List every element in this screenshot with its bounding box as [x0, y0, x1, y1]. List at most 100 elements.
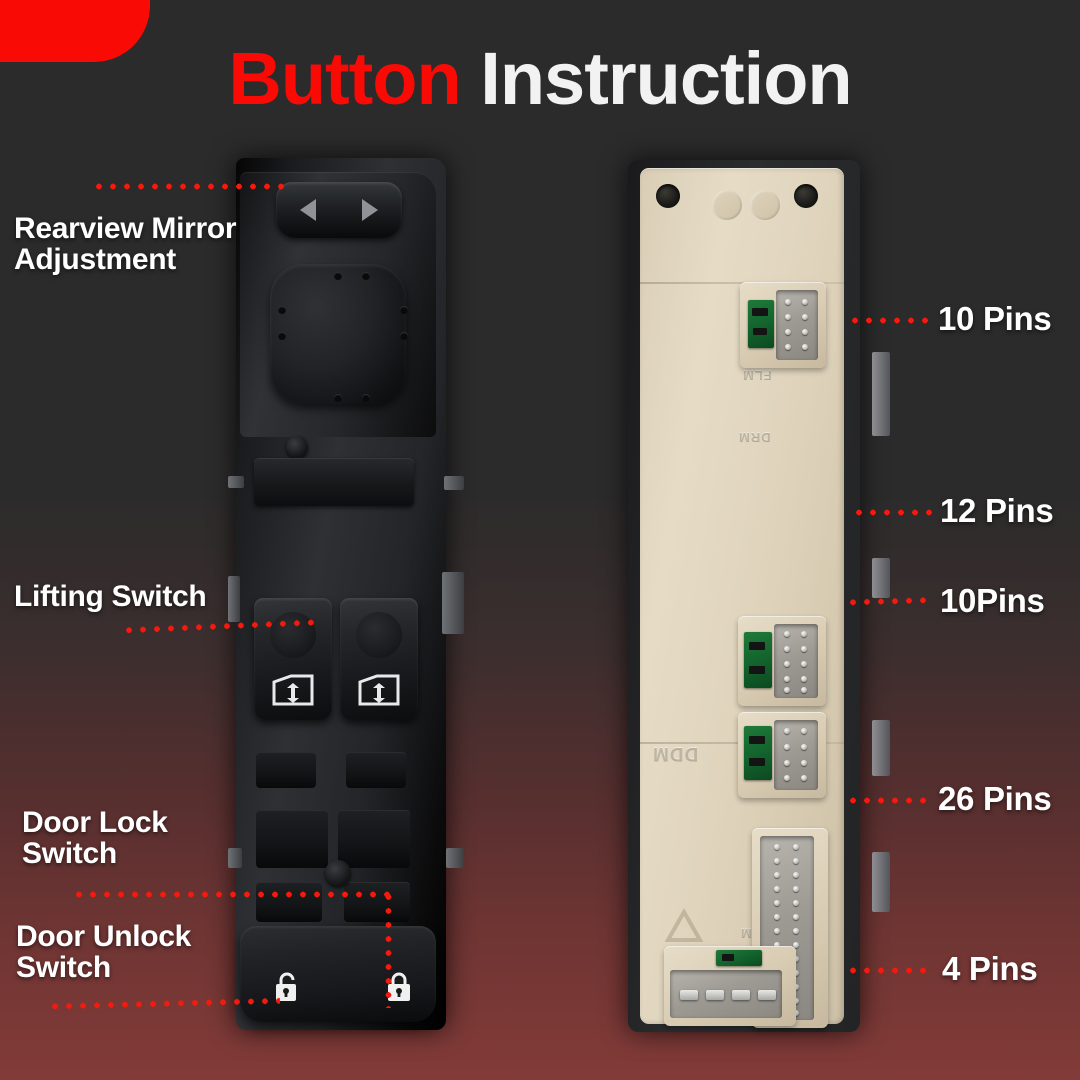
emboss-label: DRM: [738, 430, 771, 445]
leader-10-pins-top: [848, 316, 932, 325]
left-product-image: [228, 158, 464, 1038]
side-clip: [228, 848, 242, 868]
housing-screw: [286, 436, 308, 458]
callout-line: Switch: [16, 950, 111, 984]
connector-4-pins: [664, 946, 796, 1026]
recess-panel: [344, 882, 410, 922]
pad-dimple: [278, 306, 286, 314]
page-title: Button Instruction: [0, 42, 1080, 116]
pcb-chip: [749, 666, 765, 674]
callout-rearview-mirror-adjustment: Rearview Mirror Adjustment: [14, 212, 237, 276]
triangle-left-icon: [300, 199, 316, 221]
side-latch: [872, 852, 890, 912]
emboss-label-ddm: DDM: [652, 743, 699, 764]
leader-4-pins: [846, 966, 930, 975]
mount-hole: [794, 184, 818, 208]
callout-12-pins: 12 Pins: [940, 492, 1054, 529]
connector-12-pins: [738, 616, 826, 706]
housing-screw: [325, 860, 351, 886]
pcb-chip: [749, 758, 765, 766]
mount-hole: [656, 184, 680, 208]
side-latch: [872, 720, 890, 776]
mirror-control-housing: [240, 172, 436, 437]
pad-dimple: [278, 332, 286, 340]
connector-10-pins-lower: [738, 712, 826, 798]
connector-10-pins-top: [740, 282, 826, 368]
leader-10-pins-lower: [845, 595, 935, 607]
right-product-image: FLM DRM RLM DDM FRM: [628, 160, 890, 1040]
emboss-mark: [750, 190, 780, 220]
window-updown-icon: [272, 674, 314, 706]
connector-pcb: [744, 632, 772, 688]
recess-panel: [338, 810, 410, 868]
pin-well: [774, 720, 818, 790]
window-lift-switch-left[interactable]: [254, 598, 332, 720]
side-latch: [872, 558, 890, 598]
callout-26-pins: 26 Pins: [938, 780, 1052, 817]
callout-4-pins: 4 Pins: [942, 950, 1038, 987]
emboss-mark: [712, 190, 742, 220]
recess-panel: [256, 752, 316, 788]
pad-dimple: [334, 272, 342, 280]
window-updown-icon: [358, 674, 400, 706]
blade-terminal: [680, 990, 698, 1000]
callout-10-pins-top: 10 Pins: [938, 300, 1052, 337]
callout-line: Door Unlock: [16, 920, 192, 953]
side-clip: [446, 848, 464, 868]
blade-terminal: [758, 990, 776, 1000]
blade-well: [670, 970, 782, 1018]
corner-accent-shape: [0, 0, 150, 62]
page-title-red: Button: [228, 37, 461, 120]
connector-pcb: [748, 300, 774, 348]
recycle-triangle-icon: [664, 908, 704, 942]
leader-door-lock-vertical: [384, 890, 393, 1008]
pcb-chip: [749, 736, 765, 744]
pcb-chip: [749, 642, 765, 650]
page-title-white: Instruction: [480, 37, 852, 120]
callout-line: Lifting Switch: [14, 580, 207, 613]
callout-line: Rearview Mirror: [14, 212, 237, 245]
callout-line: Switch: [22, 836, 117, 870]
callout-10-pins-lower: 10Pins: [940, 582, 1045, 619]
blade-terminal: [732, 990, 750, 1000]
pin-well: [774, 624, 818, 698]
blade-terminal: [706, 990, 724, 1000]
side-clip: [442, 572, 464, 634]
callout-lifting-switch: Lifting Switch: [14, 580, 207, 613]
callout-door-unlock-switch: Door Unlock Switch: [16, 920, 192, 984]
connector-pcb: [716, 950, 762, 966]
side-latch: [872, 352, 890, 436]
pcb-chip: [752, 308, 768, 316]
side-clip: [228, 476, 244, 488]
thumb-recess: [356, 612, 402, 658]
callout-door-lock-switch: Door Lock Switch: [22, 806, 168, 870]
leader-26-pins: [846, 796, 928, 805]
window-lift-switch-right[interactable]: [340, 598, 418, 720]
leader-door-lock: [72, 890, 392, 899]
callout-line: Adjustment: [14, 242, 177, 276]
door-lock-switch-bar[interactable]: [240, 926, 436, 1022]
pad-dimple: [400, 332, 408, 340]
pad-dimple: [334, 394, 342, 402]
mirror-select-rocker[interactable]: [276, 182, 402, 238]
blank-plate: [254, 458, 414, 506]
side-clip: [444, 476, 464, 490]
emboss-label: FLM: [742, 368, 772, 383]
pcb-chip: [753, 328, 767, 335]
mirror-joystick-pad[interactable]: [270, 264, 406, 404]
side-clip: [228, 576, 240, 622]
pad-dimple: [400, 306, 408, 314]
pad-dimple: [362, 394, 370, 402]
connector-pcb: [744, 726, 772, 780]
padlock-open-icon: [276, 972, 296, 1001]
pcb-chip: [722, 954, 734, 961]
leader-12-pins: [852, 508, 934, 517]
recess-panel: [346, 752, 406, 788]
padlock-closed-icon: [388, 972, 410, 1001]
recess-panel: [256, 810, 328, 868]
triangle-right-icon: [362, 199, 378, 221]
pin-well: [776, 290, 818, 360]
leader-rearview-mirror: [92, 182, 292, 191]
callout-line: Door Lock: [22, 806, 168, 839]
